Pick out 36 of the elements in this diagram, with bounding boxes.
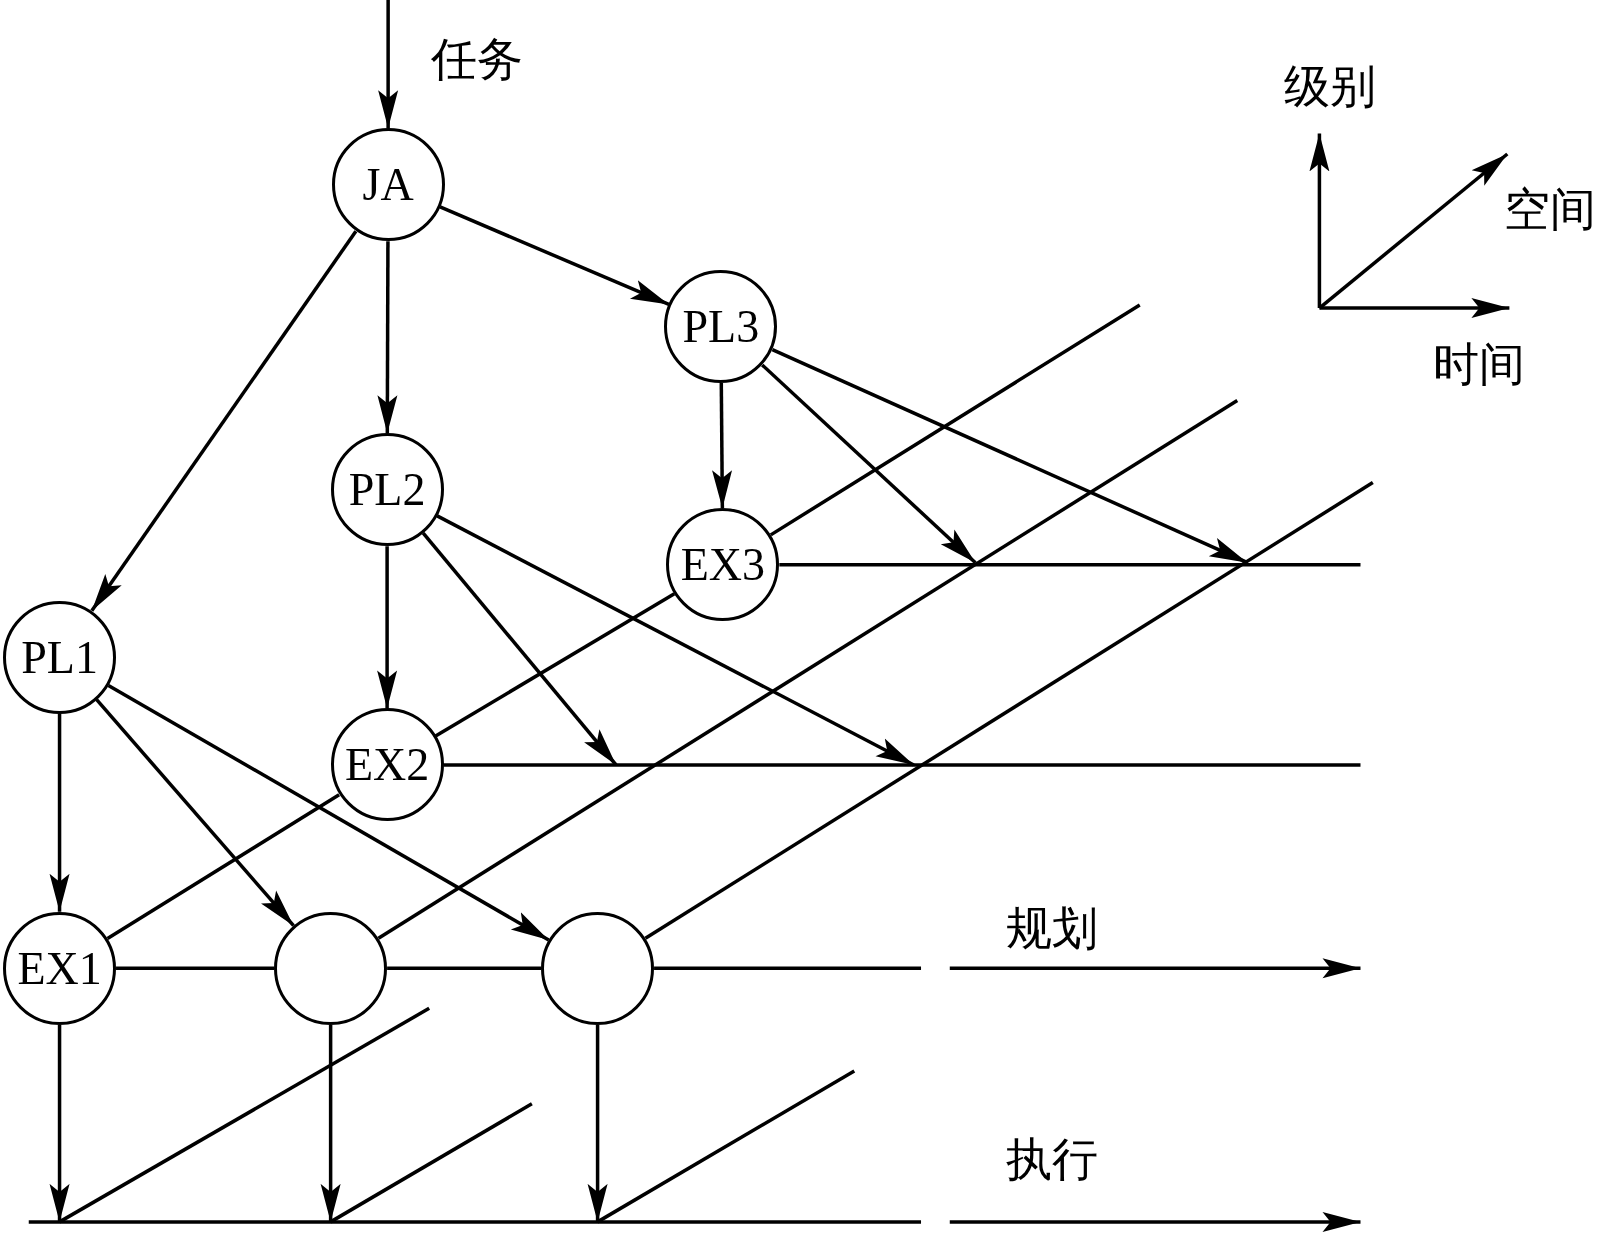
- arrow: [761, 363, 977, 564]
- node-label: PL1: [21, 630, 98, 684]
- arrow: [95, 698, 295, 927]
- connector-line: [779, 563, 1361, 567]
- arrow: [378, 0, 399, 129]
- arrow: [49, 1024, 70, 1222]
- arrow: [49, 713, 70, 912]
- row-label: 执行: [1006, 1137, 1099, 1184]
- axis-label: 时间: [1432, 341, 1525, 388]
- arrow: [320, 1024, 341, 1222]
- connector-line: [387, 966, 542, 970]
- arrow: [377, 241, 398, 434]
- node-label: JA: [362, 158, 414, 212]
- connector-line: [377, 398, 1239, 940]
- axis-label: 级别: [1283, 64, 1376, 111]
- axis-label: 空间: [1504, 187, 1597, 234]
- connector-line: [644, 481, 1374, 940]
- connector-line: [769, 303, 1141, 537]
- node-label: EX1: [17, 941, 102, 995]
- node-label: PL2: [348, 463, 426, 517]
- arrow: [439, 205, 670, 306]
- connector-line: [106, 793, 341, 940]
- node-label: PL3: [682, 300, 760, 353]
- connector-line: [654, 966, 922, 970]
- connector-line: [434, 592, 676, 738]
- connector-line: [443, 763, 1361, 767]
- row-label: 规划: [1006, 906, 1099, 953]
- arrow: [107, 683, 550, 942]
- node-label: EX3: [680, 538, 765, 592]
- node-label: EX2: [344, 738, 430, 792]
- arrow: [377, 546, 398, 709]
- arrow: [587, 1024, 608, 1222]
- arrow: [90, 230, 358, 612]
- arrow: [712, 382, 733, 509]
- edge-label: 任务: [431, 36, 524, 83]
- connector-line: [116, 966, 275, 970]
